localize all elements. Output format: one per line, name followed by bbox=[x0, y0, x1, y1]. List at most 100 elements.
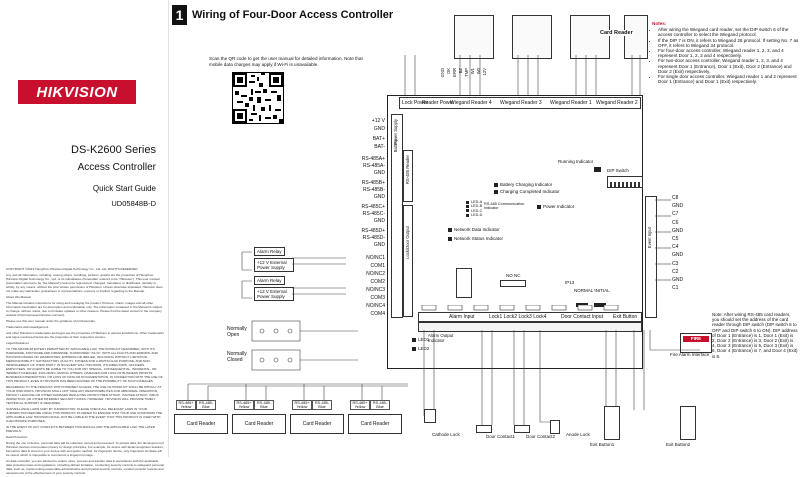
comm-indicator-label: RS-485 Communication Indicator bbox=[484, 202, 525, 211]
dip-switch-label: DIP Switch bbox=[607, 168, 629, 173]
terminal-label: GND bbox=[672, 277, 684, 284]
external-power-supply: +12 V External Power Supply bbox=[254, 258, 294, 272]
right-wiring bbox=[655, 199, 671, 281]
jumper-block[interactable] bbox=[500, 280, 526, 287]
pin-label: 12V bbox=[482, 68, 487, 76]
legal-paragraph: REGARDING TO THE PRODUCT WITH INTERNET A… bbox=[6, 385, 162, 405]
battery-charging-indicator: Battery Charging Indicator bbox=[494, 182, 552, 187]
product-series: DS-K2600 Series bbox=[71, 144, 156, 156]
bottom-wiring bbox=[423, 330, 700, 425]
network-port[interactable] bbox=[456, 268, 472, 298]
terminal-label: GND bbox=[672, 203, 684, 210]
wiegand-reader-device bbox=[512, 15, 552, 59]
legal-paragraph: Data Protection bbox=[6, 435, 28, 439]
indicator-text: Network Data Indicator bbox=[454, 227, 500, 232]
no-nc-label: NO NC bbox=[506, 273, 521, 278]
guide-title: Quick Start Guide bbox=[92, 184, 156, 193]
qr-code[interactable] bbox=[232, 72, 284, 124]
pin-label: BZ bbox=[458, 68, 463, 74]
exit-button1-label: Exit Button1 bbox=[590, 442, 615, 447]
bottom-connector-row bbox=[418, 298, 640, 311]
pin-label: OK bbox=[446, 68, 451, 75]
anode-lock-device bbox=[550, 420, 560, 434]
terminal-label: C2 bbox=[672, 268, 679, 275]
cathode-lock-device bbox=[424, 409, 436, 423]
bottom-terminal-row bbox=[418, 322, 642, 332]
page-title: Wiring of Four-Door Access Controller bbox=[192, 9, 394, 21]
terminal-label: RS-485B- bbox=[363, 187, 385, 193]
power-indicator: Power Indicator bbox=[537, 204, 574, 209]
doc-code: UD05848B-D bbox=[111, 199, 156, 208]
legal-paragraph: SURVEILLANCE LAWS VARY BY JURISDICTION. … bbox=[6, 407, 163, 423]
fire-alarm: FIRE bbox=[680, 333, 712, 353]
legal-paragraph: As data controller, you are advised to c… bbox=[6, 459, 164, 475]
terminal-label: RS-485D- bbox=[362, 235, 385, 241]
terminal-label: COM2 bbox=[370, 279, 385, 285]
event-input-block: Event Input bbox=[645, 196, 657, 318]
wire-tag: RS-485- Blue bbox=[312, 400, 332, 411]
wiegand-pins: GND OK ERR BZ TMP W1 W0 12V bbox=[440, 68, 640, 92]
legal-paragraph: TO THE MAXIMUM EXTENT PERMITTED BY APPLI… bbox=[6, 347, 163, 383]
group-label: Lock1 Lock2 Lock3 Lock4 bbox=[489, 314, 547, 320]
terminal-label: RS-485A+ bbox=[361, 156, 385, 162]
pin-label: W0 bbox=[476, 68, 481, 75]
wire-tag: RS-485+ Yellow bbox=[176, 400, 196, 411]
exit-button2-label: Exit Button2 bbox=[666, 442, 691, 447]
power-label: Lock Power bbox=[402, 100, 429, 106]
comm-led: LED-A bbox=[466, 200, 482, 204]
charging-completed-indicator: Charging Completed Indicator bbox=[494, 189, 560, 194]
note-item: For single door access controller, Wiega… bbox=[658, 74, 800, 84]
anode-lock-label: Anode Lock bbox=[566, 432, 590, 437]
pin-label: W1 bbox=[470, 68, 475, 75]
hikvision-logo: HIKVISION bbox=[18, 80, 136, 104]
legal-paragraph: and other Hikvision's trademarks and log… bbox=[6, 331, 164, 339]
comm-led: LED-C bbox=[466, 209, 482, 213]
terminal-label: GND bbox=[373, 170, 385, 176]
dip-switch[interactable] bbox=[607, 176, 643, 188]
running-led bbox=[594, 167, 601, 172]
legal-text: COPYRIGHT ©2019 Hangzhou Hikvision Digit… bbox=[6, 267, 164, 477]
wiegand-label: Wiegand Reader 2 bbox=[596, 100, 638, 106]
legal-paragraph: Legal Disclaimer bbox=[6, 341, 29, 345]
exit-button2[interactable] bbox=[680, 406, 696, 440]
terminal-label: RS-485B+ bbox=[361, 180, 385, 186]
cover-panel: HIKVISION DS-K2600 Series Access Control… bbox=[0, 0, 169, 475]
exit-button1[interactable] bbox=[604, 406, 620, 440]
terminal-label: C4 bbox=[672, 244, 679, 251]
alarm-relay: Alarm Relay bbox=[254, 247, 285, 256]
terminal-label: COM1 bbox=[370, 263, 385, 269]
note-item: For four-door access controller, Wiegand… bbox=[658, 48, 800, 58]
card-reader: Card Reader bbox=[232, 414, 286, 434]
terminal-label: GND bbox=[373, 242, 385, 248]
led2-label: LED2 bbox=[412, 346, 429, 351]
legal-paragraph: Trademarks Acknowledgement bbox=[6, 325, 49, 329]
terminal-label: GND bbox=[373, 218, 385, 224]
comm-led: LED-D bbox=[466, 213, 482, 217]
terminal-label: BAT+ bbox=[372, 136, 385, 142]
legal-paragraph: Please use this user manual under the gu… bbox=[6, 319, 96, 323]
wiegand-reader-device bbox=[570, 15, 610, 59]
legal-paragraph: COPYRIGHT ©2019 Hangzhou Hikvision Digit… bbox=[6, 267, 139, 271]
terminal-label: RS-485A- bbox=[363, 163, 385, 169]
door-contact-device bbox=[514, 425, 530, 433]
ip-label: IP13 bbox=[565, 280, 575, 285]
network-status-indicator: Network Status Indicator bbox=[448, 236, 503, 241]
door-contact-device bbox=[476, 425, 492, 433]
wiegand-label: Wiegand Reader 3 bbox=[500, 100, 542, 106]
door-contact2-label: Door Contact2 bbox=[526, 434, 556, 439]
rs485-block: RS-485 Reader bbox=[403, 150, 413, 202]
pin-label: ERR bbox=[452, 68, 457, 77]
indicator-text: Charging Completed Indicator bbox=[500, 189, 560, 194]
relay-wiring bbox=[241, 251, 346, 299]
card-reader: Card Reader bbox=[174, 414, 228, 434]
led1-label: LED1 bbox=[412, 337, 429, 342]
terminal-label: NO/NC2 bbox=[366, 271, 385, 277]
rs485-wiring bbox=[187, 383, 408, 400]
card-reader: Card Reader bbox=[290, 414, 344, 434]
legal-paragraph: IN THE EVENT OF ANY CONFLICTS BETWEEN TH… bbox=[6, 425, 155, 433]
terminal-label: GND bbox=[373, 126, 385, 132]
external-power-supply: +12 V External Power Supply bbox=[254, 287, 294, 301]
card-reader: Card Reader bbox=[348, 414, 402, 434]
fire-alarm-interface-label: Fire Alarm Interface bbox=[670, 352, 710, 357]
notes-box: Notes: After wiring the Wiegand card rea… bbox=[652, 21, 800, 84]
